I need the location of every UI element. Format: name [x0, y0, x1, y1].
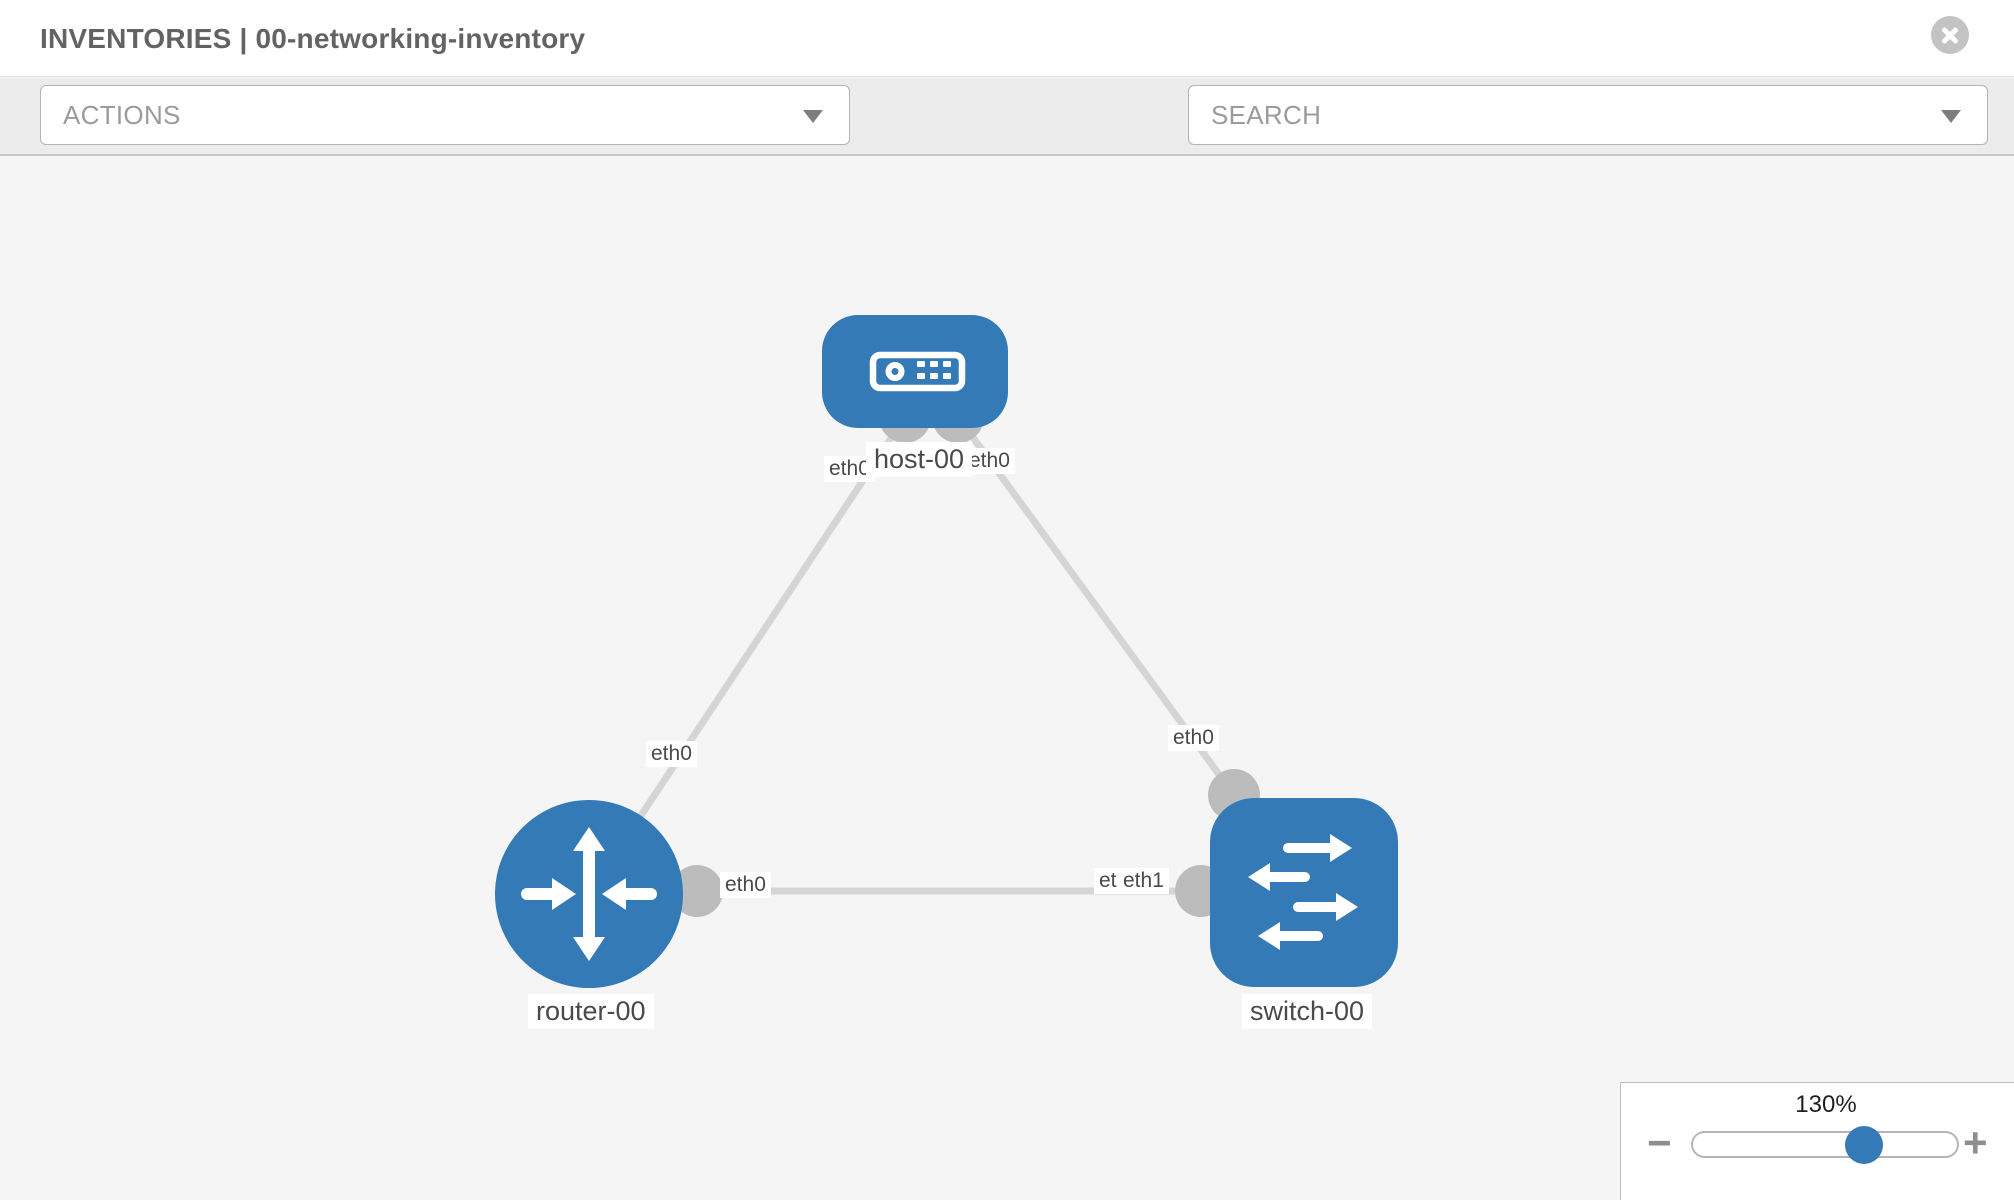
switch-icon-arrowheads: [1248, 834, 1358, 950]
zoom-control-panel: 130% − +: [1620, 1082, 2014, 1200]
toolbar: ACTIONS SEARCH: [0, 78, 2014, 213]
interface-label-eth0-switch-top: eth0: [1168, 725, 1219, 751]
interface-label-eth0-router-link: eth0: [646, 741, 697, 767]
zoom-in-button[interactable]: +: [1963, 1119, 1988, 1166]
page-title: INVENTORIES | 00-networking-inventory: [40, 23, 586, 54]
interface-label-eth0-host-right: eth0: [964, 448, 1015, 474]
link-host-router[interactable]: [586, 415, 908, 896]
search-dropdown[interactable]: SEARCH: [1188, 85, 1988, 145]
switch-icon: [1265, 843, 1341, 941]
node-host-00[interactable]: [822, 315, 1008, 428]
node-switch-00[interactable]: [1210, 798, 1398, 987]
interface-label-eth0-router-bottom: eth0: [720, 872, 771, 898]
host-node-shape[interactable]: [822, 315, 1008, 428]
node-label-host-00: host-00: [866, 442, 973, 477]
node-router-00[interactable]: [495, 800, 683, 988]
node-label-switch-00: switch-00: [1242, 994, 1373, 1029]
chevron-down-icon: [1941, 110, 1961, 123]
router-icon: [521, 844, 657, 944]
topology-canvas[interactable]: eth0 eth0 eth0 eth0 eth0 eth0 eth1 host-…: [0, 156, 2014, 1200]
topology-svg: [495, 315, 1398, 988]
zoom-out-button[interactable]: −: [1647, 1119, 1672, 1166]
switch-node-shape[interactable]: [1210, 798, 1398, 987]
zoom-level-value: 130%: [1795, 1091, 1857, 1118]
interface-connector-router: [671, 865, 723, 917]
search-dropdown-label: SEARCH: [1211, 100, 1322, 130]
actions-dropdown[interactable]: ACTIONS: [40, 85, 850, 145]
chevron-down-icon: [803, 110, 823, 123]
zoom-slider-thumb[interactable]: [1845, 1126, 1883, 1164]
node-label-router-00: router-00: [528, 994, 654, 1029]
interface-label-eth1-switch-left: eth1: [1118, 868, 1169, 894]
actions-dropdown-label: ACTIONS: [63, 100, 181, 130]
page-header: INVENTORIES | 00-networking-inventory: [0, 0, 2014, 77]
router-icon-arrowheads: [552, 827, 626, 961]
host-icon: [869, 351, 966, 392]
zoom-slider-track[interactable]: [1691, 1131, 1959, 1158]
close-icon[interactable]: [1931, 16, 1969, 54]
